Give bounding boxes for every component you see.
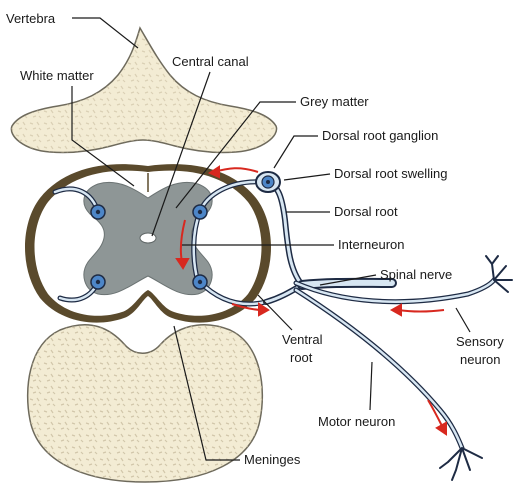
label-sensory-neuron-line1: Sensory [456, 334, 504, 349]
label-interneuron: Interneuron [338, 237, 405, 252]
vertebra-top [11, 28, 276, 153]
neuron-cell-ventral-right [193, 275, 207, 289]
neuron-cell-dorsal-left [91, 205, 105, 219]
central-canal [140, 233, 156, 243]
motor-endings [440, 448, 482, 480]
neuron-cell-ventral-left [91, 275, 105, 289]
vertebral-body [28, 325, 263, 482]
arrow-sensory [398, 310, 444, 312]
label-sensory-neuron-line2: neuron [460, 352, 500, 367]
label-ventral-root-line1: Ventral [282, 332, 323, 347]
label-motor-neuron: Motor neuron [318, 414, 395, 429]
dorsal-root-ganglion [256, 172, 280, 192]
label-ventral-root-line2: root [290, 350, 313, 365]
peripheral-nerves [262, 182, 494, 448]
label-dorsal-root-ganglion: Dorsal root ganglion [322, 128, 438, 143]
arrow-dorsal-in [214, 168, 258, 172]
label-vertebra: Vertebra [6, 11, 56, 26]
label-dorsal-root-swelling: Dorsal root swelling [334, 166, 447, 181]
neuron-cell-dorsal-right [193, 205, 207, 219]
label-white-matter: White matter [20, 68, 94, 83]
label-meninges: Meninges [244, 452, 301, 467]
label-grey-matter: Grey matter [300, 94, 369, 109]
label-dorsal-root: Dorsal root [334, 204, 398, 219]
label-spinal-nerve: Spinal nerve [380, 267, 452, 282]
label-central-canal: Central canal [172, 54, 249, 69]
